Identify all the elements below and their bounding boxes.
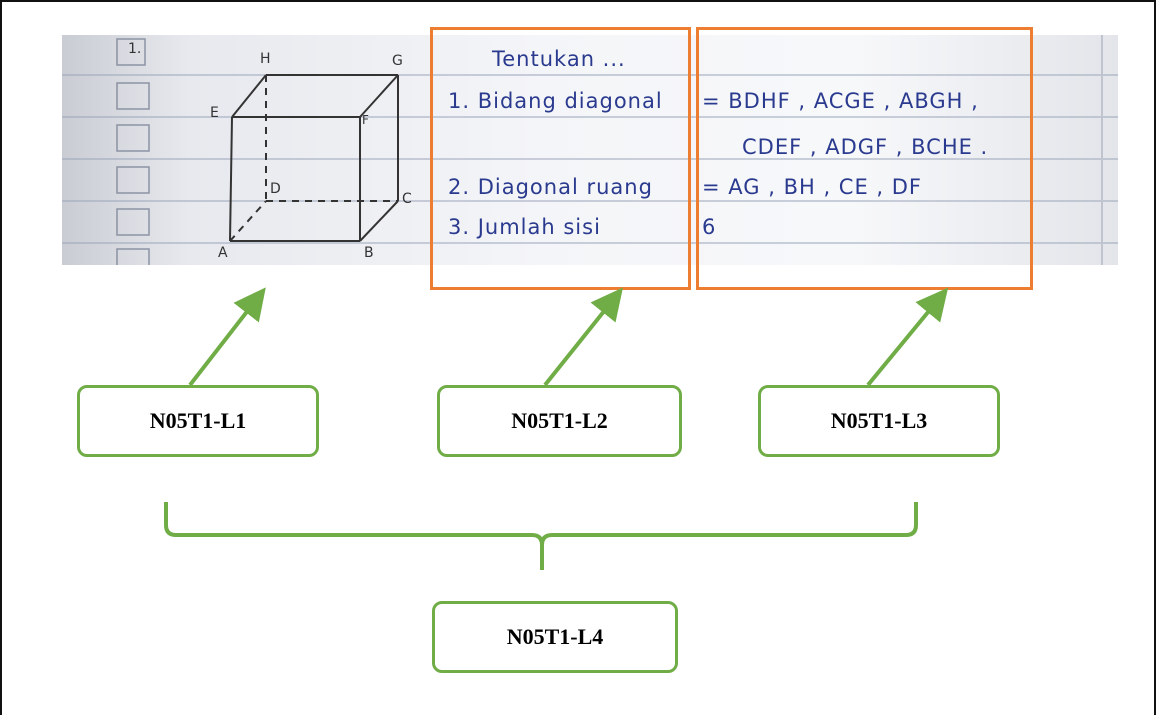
arrow-l2	[543, 287, 623, 387]
vertex-label-f: F	[362, 113, 369, 127]
vertex-label-h: H	[260, 51, 271, 67]
handwritten-line-3-left: 2. Diagonal ruang	[448, 175, 653, 199]
label-box-l4: N05T1-L4	[432, 601, 678, 673]
handwritten-line-4-left: 3. Jumlah sisi	[448, 215, 601, 239]
vertex-label-e: E	[210, 105, 219, 121]
handwritten-title: Tentukan ...	[492, 47, 626, 71]
vertex-label-d: D	[270, 181, 281, 197]
handwritten-line-1-right: = BDHF , ACGE , ABGH ,	[702, 89, 979, 113]
handwritten-answer-photo: 1. H G E F D C A B Tentukan ... 1. Bidan…	[62, 35, 1118, 265]
margin-boxes	[116, 38, 150, 265]
label-l1: N05T1-L1	[149, 408, 247, 433]
handwritten-line-4-right: 6	[702, 215, 717, 239]
handwritten-line-1-left: 1. Bidang diagonal	[448, 89, 663, 113]
cube-hidden-edges	[229, 75, 398, 242]
label-box-l2: N05T1-L2	[437, 385, 682, 457]
label-box-l3: N05T1-L3	[758, 385, 1000, 457]
handwritten-line-3-right: = AG , BH , CE , DF	[702, 175, 922, 199]
vertex-label-b: B	[364, 245, 374, 261]
label-l2: N05T1-L2	[511, 408, 608, 433]
highlight-box-l3	[696, 27, 1033, 290]
notebook-lines	[62, 35, 1118, 265]
handwritten-line-2-right: CDEF , ADGF , BCHE .	[742, 135, 989, 159]
cube-drawing	[229, 74, 399, 242]
highlight-box-l2	[430, 27, 691, 290]
label-l3: N05T1-L3	[830, 408, 928, 433]
arrow-l3	[866, 287, 949, 387]
vertex-label-g: G	[392, 53, 403, 69]
vertex-label-c: C	[402, 191, 412, 207]
grouping-brace	[164, 502, 918, 570]
question-number: 1.	[128, 41, 142, 57]
arrow-l1	[188, 287, 266, 387]
vertex-label-a: A	[218, 245, 228, 261]
label-box-l1: N05T1-L1	[77, 385, 319, 457]
label-l4: N05T1-L4	[506, 624, 604, 649]
